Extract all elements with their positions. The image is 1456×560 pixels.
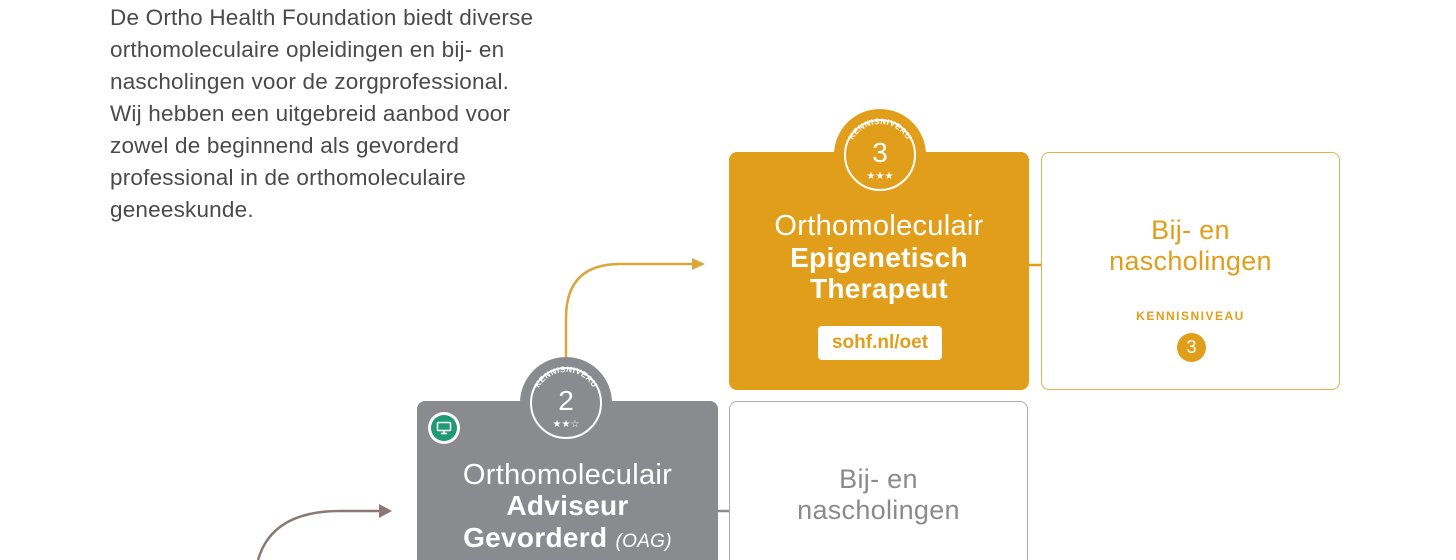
oet-title-line1: Orthomoleculair <box>774 210 984 242</box>
intro-line: De Ortho Health Foundation biedt diverse <box>110 5 534 30</box>
oag-title-line2: Adviseur <box>506 490 629 521</box>
arrow-head-to-oag <box>379 504 392 518</box>
oet-bij-line1: Bij- en <box>1151 215 1230 245</box>
oag-title-line1: Orthomoleculair <box>462 459 673 491</box>
intro-line: orthomoleculaire opleidingen en bij- en <box>110 37 505 62</box>
arrow-oag-to-oet <box>564 262 692 360</box>
intro-line: zowel de beginnend als gevorderd <box>110 133 460 158</box>
monitor-icon <box>428 412 460 444</box>
oet-badge-stars: ★★★ <box>867 171 894 182</box>
oet-level-badge: KENNISNIVEAU 3 ★★★ <box>834 109 926 201</box>
oag-title-line3: Gevorderd (OAG) <box>417 522 718 557</box>
oag-level-badge: KENNISNIVEAU 2 ★★☆ <box>520 357 612 449</box>
oag-card[interactable]: Orthomoleculair Adviseur Gevorderd (OAG) <box>417 401 718 560</box>
oag-badge-level: 2 <box>558 385 574 416</box>
oet-title-line3: Therapeut <box>809 273 949 304</box>
arrow-to-oag <box>256 509 380 560</box>
oet-badge-level: 3 <box>872 137 888 168</box>
oet-bij-kennis-level: 3 <box>1177 333 1206 362</box>
arrow-head-oag-to-oet <box>692 258 705 270</box>
oag-bij-line2: nascholingen <box>797 495 960 525</box>
oet-bij-line2: nascholingen <box>1109 246 1272 276</box>
intro-line: Wij hebben een uitgebreid aanbod voor <box>110 101 511 126</box>
oag-bijscholing-card[interactable]: Bij- en nascholingen <box>729 401 1028 560</box>
oag-bij-line1: Bij- en <box>839 464 918 494</box>
oet-title-line2: Epigenetisch <box>790 242 968 273</box>
oet-bij-kennis-label: KENNISNIVEAU <box>1136 309 1245 323</box>
oag-badge-stars: ★★☆ <box>553 419 580 430</box>
intro-text: De Ortho Health Foundation biedt diverse… <box>110 2 590 226</box>
intro-line: professional in de orthomoleculaire <box>110 165 466 190</box>
intro-line: nascholingen voor de zorgprofessional. <box>110 69 510 94</box>
intro-line: geneeskunde. <box>110 197 254 222</box>
oag-title-gevorderd: Gevorderd <box>463 522 608 553</box>
oag-title-abbrev: (OAG) <box>615 531 672 552</box>
oet-bijscholing-card[interactable]: Bij- en nascholingen KENNISNIVEAU 3 <box>1041 152 1340 390</box>
oet-link-button[interactable]: sohf.nl/oet <box>818 326 942 360</box>
